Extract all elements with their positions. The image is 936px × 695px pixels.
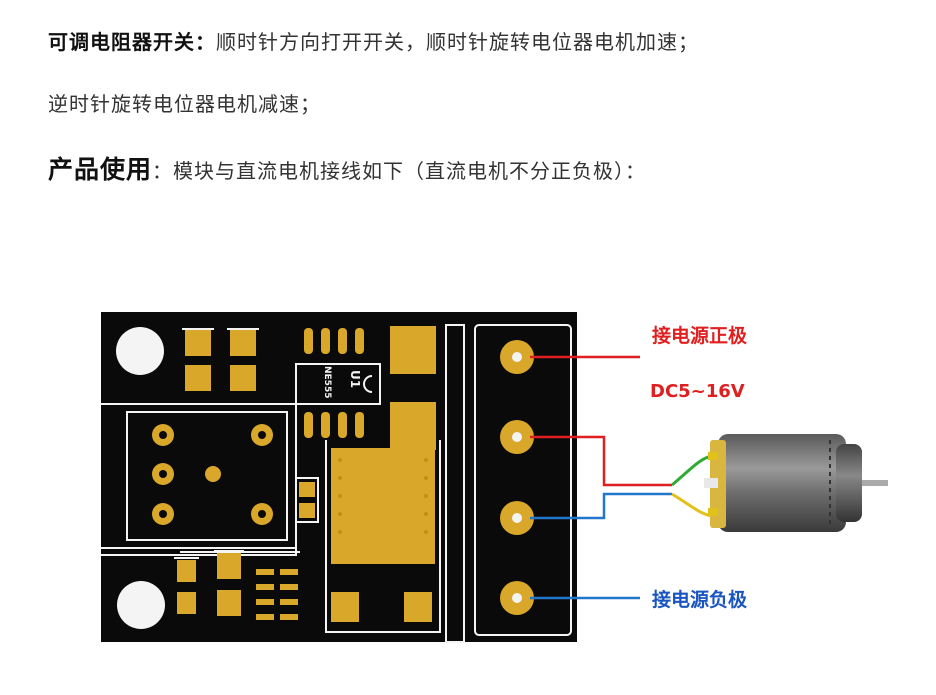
- motor-bushing: [704, 478, 718, 488]
- description-line-2: 逆时针旋转电位器电机减速；: [48, 92, 321, 116]
- chip-pins: [304, 328, 364, 438]
- voltage-label: DC5~16V: [650, 381, 745, 402]
- motor-body: [718, 434, 846, 532]
- motor-shaft: [858, 480, 888, 486]
- motor-terminal-bottom: [708, 508, 718, 516]
- motor-wire-blue: [530, 492, 672, 520]
- resistor-pads: [299, 482, 315, 518]
- motor-end-cap: [836, 444, 862, 522]
- terminal-pads: [500, 340, 534, 615]
- motor-lead-yellow: [671, 492, 713, 518]
- description-line-3: 产品使用：模块与直流电机接线如下（直流电机不分正负极）：: [48, 150, 646, 186]
- switch-description: 顺时针方向打开开关，顺时针旋转电位器电机加速；: [216, 30, 699, 54]
- potentiometer-pads: [152, 424, 273, 525]
- usage-description: ：模块与直流电机接线如下（直流电机不分正负极）：: [152, 159, 647, 183]
- power-pads: [390, 326, 436, 450]
- switch-title: 可调电阻器开关：: [48, 30, 216, 54]
- soic-pads: [256, 569, 298, 620]
- capacitor-pads: [174, 550, 244, 616]
- mosfet-pads: [331, 448, 435, 622]
- silkscreen: [101, 324, 572, 643]
- negative-terminal-label: 接电源负极: [652, 588, 748, 611]
- pcb-board: U1 NE555: [101, 312, 577, 643]
- chip-part-label: NE555: [322, 366, 332, 398]
- description-line-1: 可调电阻器开关：顺时针方向打开开关，顺时针旋转电位器电机加速；: [48, 26, 699, 55]
- motor-wire-red: [530, 435, 672, 487]
- motor-terminal-top: [708, 452, 718, 460]
- usage-title: 产品使用: [48, 155, 153, 184]
- positive-terminal-label: 接电源正极: [652, 324, 748, 347]
- mounting-hole-bottom: [117, 581, 165, 629]
- chip-ref-label: U1: [348, 370, 362, 388]
- mounting-hole-top: [116, 327, 164, 375]
- dc-motor: [704, 434, 888, 532]
- component-pads: [182, 328, 259, 391]
